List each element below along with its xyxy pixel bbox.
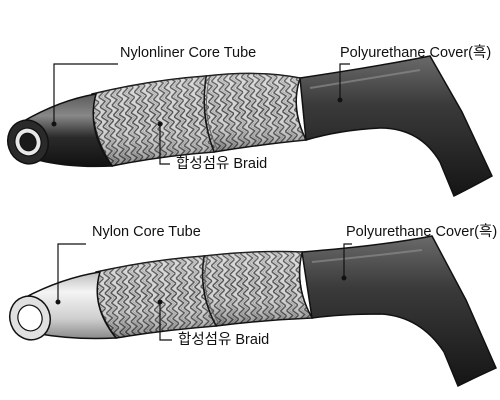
polyurethane-cover-bottom — [301, 235, 497, 388]
leader-lines-bottom — [57, 243, 352, 341]
label-braid-bottom: 합성섬유 Braid — [178, 331, 269, 348]
label-core-top: Nylonliner Core Tube — [120, 45, 256, 61]
leader-lines-top — [53, 63, 350, 165]
hose-diagram-top: Nylonliner Core Tube Polyurethane Cover(… — [7, 43, 493, 198]
label-core-bottom: Nylon Core Tube — [92, 224, 201, 240]
label-cover-bottom: Polyurethane Cover(흑) — [346, 222, 497, 240]
hose-diagram-bottom: Nylon Core Tube Polyurethane Cover(흑) 합성… — [9, 222, 497, 388]
label-braid-top: 합성섬유 Braid — [176, 155, 267, 172]
label-cover-top: Polyurethane Cover(흑) — [340, 43, 491, 61]
polyurethane-cover-top — [299, 55, 493, 198]
